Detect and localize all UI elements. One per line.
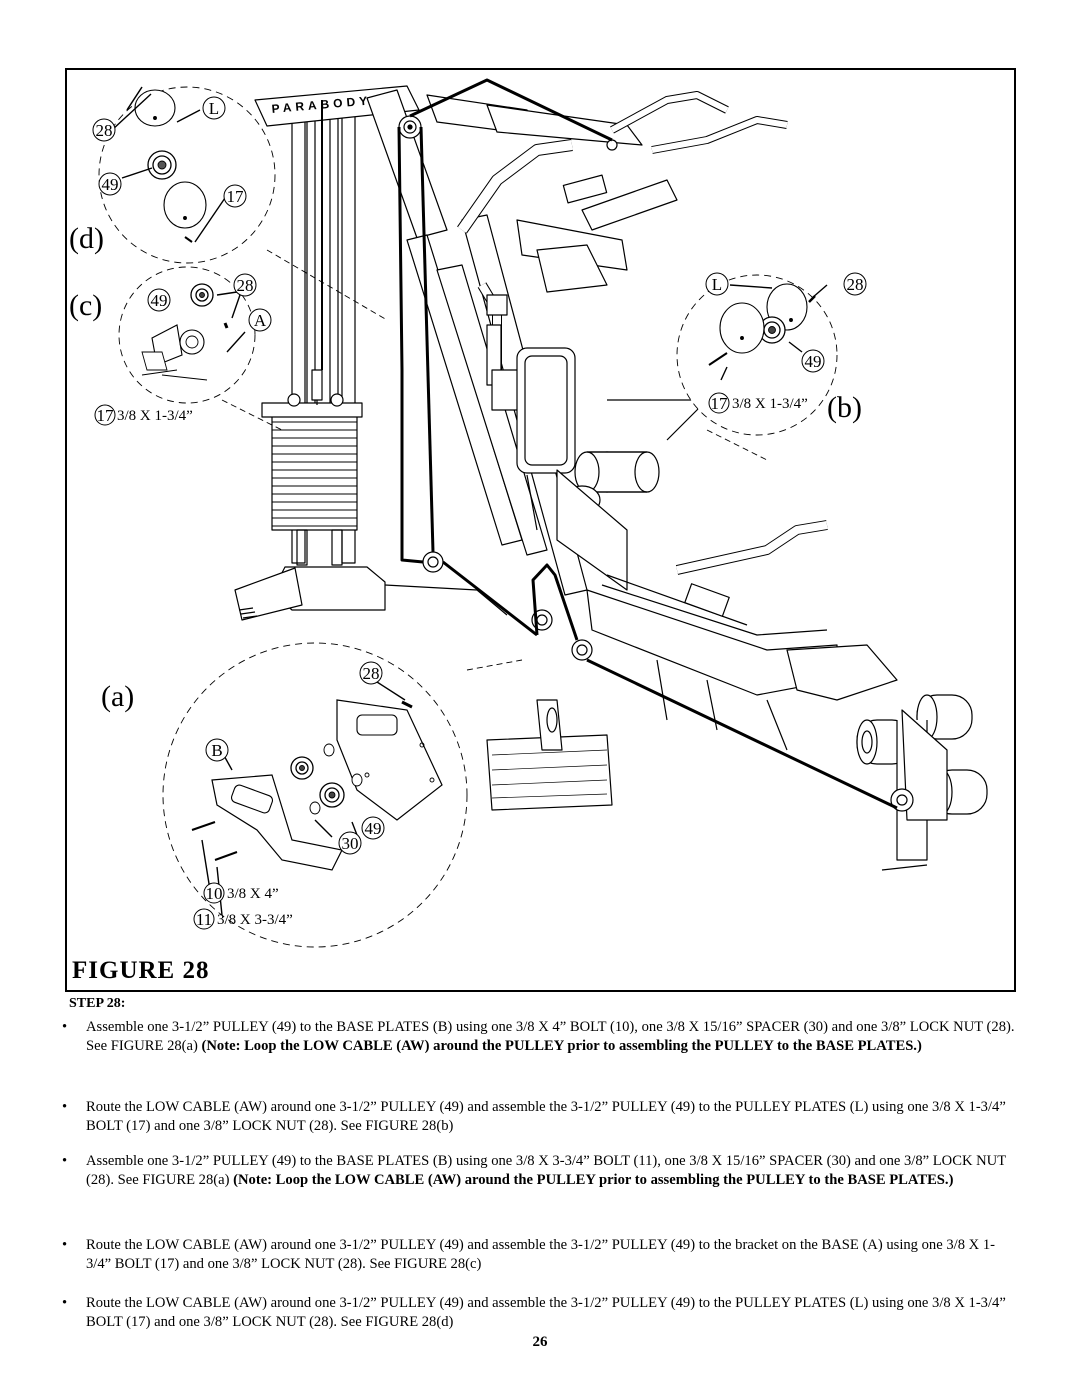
instruction-text: Route the LOW CABLE (AW) around one 3-1/…	[86, 1295, 1006, 1330]
step-heading: STEP 28:	[69, 996, 126, 1011]
step-instructions: • Assemble one 3-1/2” PULLEY (49) to the…	[62, 1018, 1020, 1056]
instruction-item: • Assemble one 3-1/2” PULLEY (49) to the…	[62, 1152, 1020, 1190]
step-instructions: • Route the LOW CABLE (AW) around one 3-…	[62, 1294, 1020, 1332]
callout-d-L: L	[209, 99, 219, 118]
bullet: •	[62, 1237, 68, 1253]
figure-frame: PARABODY	[65, 68, 1016, 992]
bullet: •	[62, 1099, 68, 1115]
instruction-text: Route the LOW CABLE (AW) around one 3-1/…	[86, 1237, 995, 1272]
figure-title: FIGURE 28	[72, 957, 210, 984]
callout-a-10: 10	[206, 884, 223, 903]
instruction-text: Assemble one 3-1/2” PULLEY (49) to the B…	[86, 1019, 1015, 1054]
leader-lines	[221, 249, 768, 671]
callout-bubbles	[92, 96, 867, 930]
instruction-item: • Route the LOW CABLE (AW) around one 3-…	[62, 1098, 1020, 1136]
weight-stack-tower: PARABODY	[234, 85, 508, 621]
instruction-item: • Assemble one 3-1/2” PULLEY (49) to the…	[62, 1018, 1020, 1056]
callout-d-28: 28	[96, 121, 113, 140]
step-instructions: • Assemble one 3-1/2” PULLEY (49) to the…	[62, 1152, 1020, 1190]
instruction-item: • Route the LOW CABLE (AW) around one 3-…	[62, 1294, 1020, 1332]
callout-a-49: 49	[365, 819, 382, 838]
bullet: •	[62, 1295, 68, 1311]
foot-plate	[486, 699, 613, 811]
bullet: •	[62, 1019, 68, 1035]
callout-b-28: 28	[847, 275, 864, 294]
low-cable	[321, 78, 898, 810]
detail-a	[162, 642, 468, 948]
step-instructions: • Route the LOW CABLE (AW) around one 3-…	[62, 1236, 1020, 1274]
page-number: 26	[532, 1334, 548, 1350]
callout-a-28: 28	[363, 664, 380, 683]
size-a-11: 3/8 X 3-3/4”	[217, 912, 293, 928]
callout-d-49: 49	[102, 175, 119, 194]
instruction-note: (Note: Loop the LOW CABLE (AW) around th…	[233, 1172, 954, 1188]
size-a-10: 3/8 X 4”	[227, 886, 279, 902]
detail-d	[98, 86, 276, 264]
callout-b-49: 49	[805, 352, 822, 371]
callout-d-17: 17	[227, 187, 245, 206]
panel-label-b: (b)	[827, 391, 862, 424]
callout-b-L: L	[712, 275, 722, 294]
instruction-note: (Note: Loop the LOW CABLE (AW) around th…	[201, 1038, 922, 1054]
callout-b-17: 17	[711, 394, 729, 413]
callout-c-A: A	[254, 311, 267, 330]
callout-a-B: B	[211, 741, 222, 760]
step-instructions: • Route the LOW CABLE (AW) around one 3-…	[62, 1098, 1020, 1136]
leg-rollers	[856, 694, 988, 871]
bench-upright-seat	[516, 347, 708, 591]
size-b-17: 3/8 X 1-3/4”	[732, 396, 808, 412]
instruction-text: Route the LOW CABLE (AW) around one 3-1/…	[86, 1099, 1006, 1134]
callout-c-49: 49	[151, 291, 168, 310]
bullet: •	[62, 1153, 68, 1169]
panel-label-a: (a)	[101, 680, 134, 713]
panel-label-c: (c)	[69, 289, 102, 322]
gym-assembly-illustration: PARABODY	[69, 78, 988, 948]
callout-c-17: 17	[97, 406, 115, 425]
callout-a-30: 30	[342, 834, 359, 853]
instruction-item: • Route the LOW CABLE (AW) around one 3-…	[62, 1236, 1020, 1274]
instruction-text: Assemble one 3-1/2” PULLEY (49) to the B…	[86, 1153, 1006, 1188]
weight-plates	[261, 369, 363, 531]
callout-c-28: 28	[237, 276, 254, 295]
size-c-17: 3/8 X 1-3/4”	[117, 408, 193, 424]
bench-pad	[586, 520, 898, 751]
callout-a-11: 11	[196, 910, 212, 929]
panel-label-d: (d)	[69, 222, 104, 255]
